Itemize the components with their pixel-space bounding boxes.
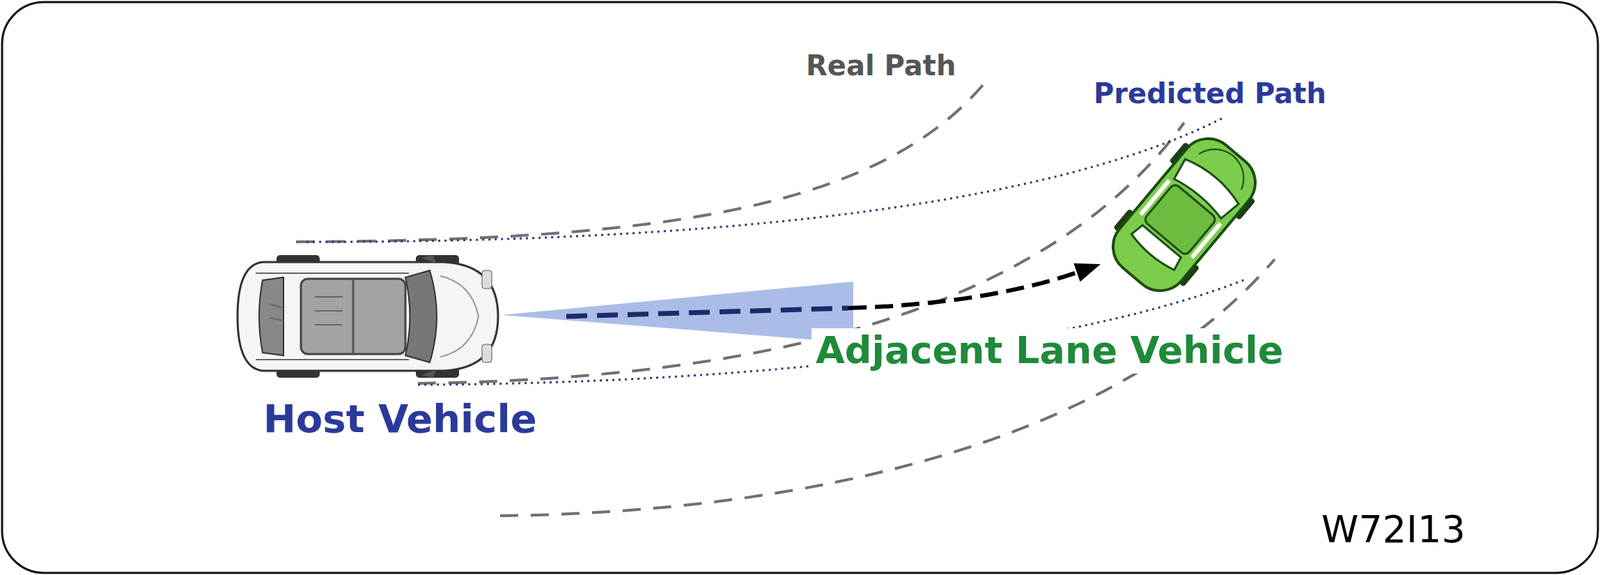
figure-code: W72I13 xyxy=(1321,507,1466,553)
sensor-beam xyxy=(501,281,854,343)
adjacent-car xyxy=(1100,126,1268,304)
tracking-arrow xyxy=(566,263,1101,317)
vehicle-node: Host Vehicle xyxy=(234,254,501,378)
path-label: Real Path xyxy=(805,48,956,83)
vehicle-node: Adjacent Lane Vehicle xyxy=(1100,126,1268,304)
path-label: Predicted Path xyxy=(1093,76,1327,111)
vehicle-label: Adjacent Lane Vehicle xyxy=(811,328,1288,374)
vehicle-label: Host Vehicle xyxy=(263,394,538,442)
host-car xyxy=(234,254,501,378)
